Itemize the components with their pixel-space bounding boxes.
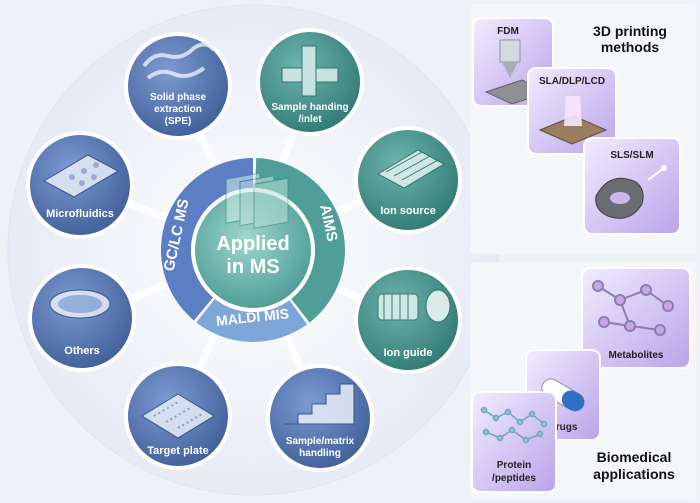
sla-label: SLA/DLP/LCD: [539, 76, 605, 87]
ring-segment-gclc: [161, 158, 253, 321]
ring-label-maldi: MALDI MIS: [215, 305, 289, 329]
inlet-label-line2: /inlet: [298, 114, 322, 125]
ring-segment-maldi: [196, 298, 308, 342]
metabolite-network-icon: [592, 280, 674, 336]
spe-maze-icon: [142, 42, 216, 80]
printing-heading-line2: methods: [601, 39, 660, 55]
satellite-microfluidics: Microfluidics: [26, 131, 134, 239]
microfluidic-chip-icon: [42, 154, 120, 198]
inlet-label-line1: Sample handing: [271, 102, 348, 113]
center-title-line2: in MS: [226, 256, 279, 278]
matrix-label-line1: Sample/matrix: [286, 436, 355, 447]
satellite-others: Others: [28, 264, 136, 372]
satellite-target-plate: Target plate: [124, 362, 232, 470]
card-metabolites: Metabolites: [581, 267, 691, 369]
spe-label-line3: (SPE): [165, 116, 192, 127]
metabolites-label: Metabolites: [608, 350, 663, 361]
protein-label-line1: Protein: [497, 460, 531, 471]
others-label: Others: [64, 345, 99, 357]
fdm-nozzle-icon: [484, 39, 550, 105]
target-plate-label: Target plate: [147, 445, 209, 457]
satellite-ion-source: Ion source: [354, 126, 462, 234]
protein-label-line2: /peptides: [492, 473, 536, 484]
capsule-icon: [541, 378, 585, 412]
ion-guide-label: Ion guide: [384, 347, 433, 359]
matrix-label-line2: handling: [299, 448, 341, 459]
satellite-ion-guide: Ion guide: [354, 266, 462, 374]
card-protein: Protein /peptides: [471, 391, 557, 493]
center-sheets-icon: [225, 172, 289, 229]
card-sls: SLS/SLM: [583, 137, 681, 235]
fdm-label: FDM: [497, 26, 519, 37]
cross-junction-icon: [281, 45, 339, 97]
printing-heading-line1: 3D printing: [593, 23, 667, 39]
microfluidics-label: Microfluidics: [46, 208, 114, 220]
spe-label-line2: extraction: [154, 104, 202, 115]
disc-icon: [49, 289, 111, 319]
target-plate-icon: [141, 393, 215, 439]
sla-platform-icon: [538, 96, 608, 145]
satellite-sample-matrix: Sample/matrix handling: [266, 364, 374, 472]
card-sla: SLA/DLP/LCD: [527, 67, 617, 155]
ion-guide-icon: [377, 289, 451, 323]
stairs-icon: [284, 383, 355, 425]
ring: Applied in MS GC/LC MS AIMS MALDI MIS: [161, 158, 346, 342]
sls-torus-icon: [595, 165, 667, 219]
drugs-label: Drugs: [549, 422, 578, 433]
spe-label-line1: Solid phase: [150, 92, 207, 103]
biomedical-heading-line1: Biomedical: [597, 449, 672, 465]
satellite-sample-inlet: Sample handing /inlet: [256, 28, 364, 136]
ring-segment-aims: [255, 158, 346, 323]
ion-source-label: Ion source: [380, 205, 436, 217]
chip-icon: [376, 149, 446, 189]
sls-label: SLS/SLM: [610, 150, 653, 161]
center-title-line1: Applied: [216, 233, 289, 255]
biomedical-heading-line2: applications: [593, 466, 675, 482]
peptide-chain-icon: [480, 406, 548, 444]
satellite-spe: Solid phase extraction (SPE): [124, 32, 232, 140]
